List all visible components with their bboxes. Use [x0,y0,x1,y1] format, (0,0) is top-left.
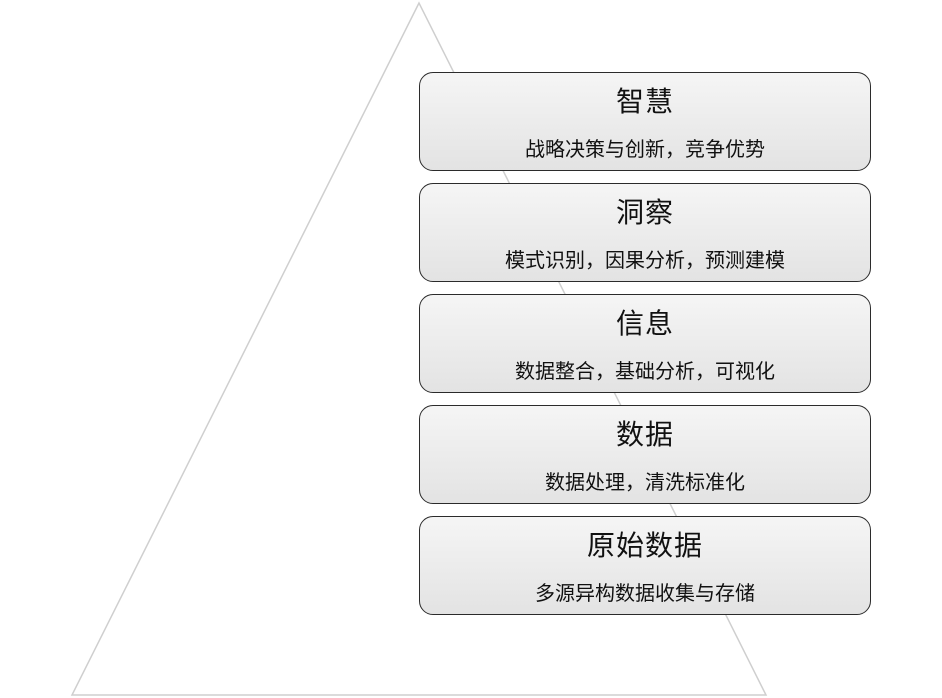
level-title: 原始数据 [586,529,703,562]
level-title: 信息 [615,307,674,340]
level-title: 数据 [615,418,674,451]
level-description: 模式识别，因果分析，预测建模 [505,248,785,272]
level-raw-data: 原始数据 多源异构数据收集与存储 [419,516,871,615]
level-data: 数据 数据处理，清洗标准化 [419,405,871,504]
level-description: 战略决策与创新，竞争优势 [525,137,765,161]
level-information: 信息 数据整合，基础分析，可视化 [419,294,871,393]
level-title: 洞察 [615,196,674,229]
level-insight: 洞察 模式识别，因果分析，预测建模 [419,183,871,282]
level-wisdom: 智慧 战略决策与创新，竞争优势 [419,72,871,171]
level-description: 数据处理，清洗标准化 [545,470,745,494]
pyramid-levels: 智慧 战略决策与创新，竞争优势 洞察 模式识别，因果分析，预测建模 信息 数据整… [419,72,871,627]
level-description: 多源异构数据收集与存储 [535,581,755,605]
level-description: 数据整合，基础分析，可视化 [515,359,775,383]
level-title: 智慧 [615,85,674,118]
